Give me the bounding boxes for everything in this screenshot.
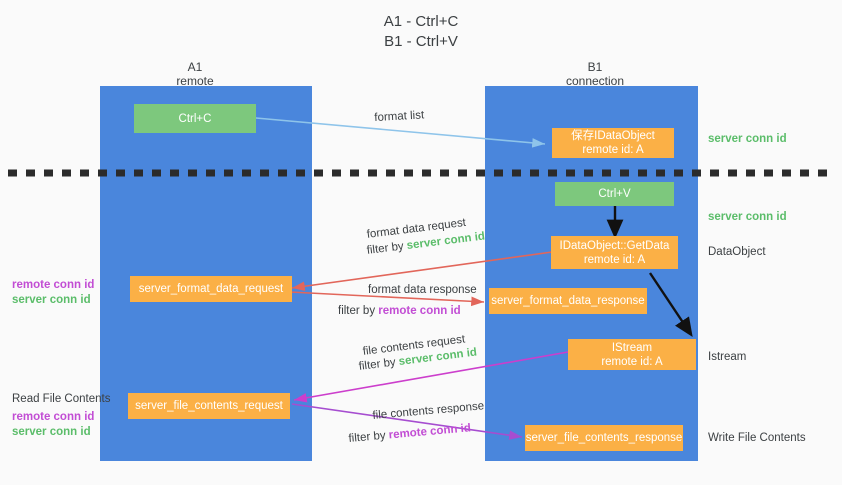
left-label-read-file-contents: Read File Contents (12, 393, 111, 405)
box-save-idataobject-line1: 保存IDataObject (571, 130, 655, 142)
box-ctrl-c[interactable]: Ctrl+C (134, 104, 256, 133)
left-conn-id-group-2: remote conn id server conn id (12, 410, 94, 440)
box-idataobject-getdata-line2: remote id: A (583, 253, 646, 266)
filter-prefix-3: filter by (358, 356, 400, 373)
box-istream-line1: IStream (611, 341, 653, 354)
box-istream-line2: remote id: A (601, 355, 663, 368)
right-label-server-conn-mid: server conn id (708, 211, 787, 223)
edge-label-file-contents-response-filter: filter by remote conn id (348, 421, 472, 447)
left-label-server-conn-1: server conn id (12, 294, 91, 306)
box-server-file-contents-request-label: server_file_contents_request (135, 400, 283, 412)
filter-prefix-4: filter by (348, 429, 390, 445)
box-ctrl-c-label: Ctrl+C (178, 112, 212, 125)
column-header-b1-subtitle: connection (565, 74, 625, 88)
page-title-line1: A1 - Ctrl+C (383, 13, 459, 30)
box-save-idataobject-line2: remote id: A (582, 144, 644, 156)
box-save-idataobject[interactable]: 保存IDataObject remote id: A (552, 128, 674, 158)
box-server-format-data-request[interactable]: server_format_data_request (130, 276, 292, 302)
edge-label-file-contents-response: file contents response (372, 400, 485, 422)
box-ctrl-v-label: Ctrl+V (598, 188, 631, 200)
left-conn-id-group-1: remote conn id server conn id (12, 278, 94, 308)
box-server-format-data-response-label: server_format_data_response (491, 295, 645, 307)
edge-label-format-data-response: format data response (368, 284, 477, 296)
box-idataobject-getdata[interactable]: IDataObject::GetData remote id: A (551, 236, 678, 269)
left-label-server-conn-2: server conn id (12, 426, 91, 438)
box-server-file-contents-request[interactable]: server_file_contents_request (128, 393, 290, 419)
box-server-file-contents-response-label: server_file_contents_response (525, 432, 683, 444)
page-title-line2: B1 - Ctrl+V (384, 33, 458, 50)
column-header-a1-subtitle: remote (176, 74, 214, 88)
right-label-dataobject: DataObject (708, 246, 766, 258)
box-idataobject-getdata-line1: IDataObject::GetData (559, 239, 670, 252)
edge-label-format-list: format list (374, 109, 425, 124)
box-istream[interactable]: IStream remote id: A (568, 339, 696, 370)
filter-prefix-2: filter by (338, 305, 379, 317)
box-ctrl-v[interactable]: Ctrl+V (555, 182, 674, 206)
column-header-b1-title: B1 (587, 60, 603, 74)
right-label-write-file-contents: Write File Contents (708, 432, 806, 444)
left-label-remote-conn-2: remote conn id (12, 411, 95, 423)
column-header-a1-title: A1 (187, 60, 203, 74)
right-label-server-conn-top: server conn id (708, 133, 787, 145)
box-server-format-data-response[interactable]: server_format_data_response (489, 288, 647, 314)
left-label-remote-conn-1: remote conn id (12, 279, 95, 291)
box-server-file-contents-response[interactable]: server_file_contents_response (525, 425, 683, 451)
edge-label-format-data-response-filter: filter by remote conn id (338, 304, 461, 319)
filter-value-remote-conn-1: remote conn id (378, 305, 461, 317)
filter-value-remote-conn-2: remote conn id (388, 422, 472, 442)
filter-prefix-1: filter by (366, 240, 408, 257)
right-label-istream: Istream (708, 351, 747, 363)
box-server-format-data-request-label: server_format_data_request (138, 283, 284, 295)
